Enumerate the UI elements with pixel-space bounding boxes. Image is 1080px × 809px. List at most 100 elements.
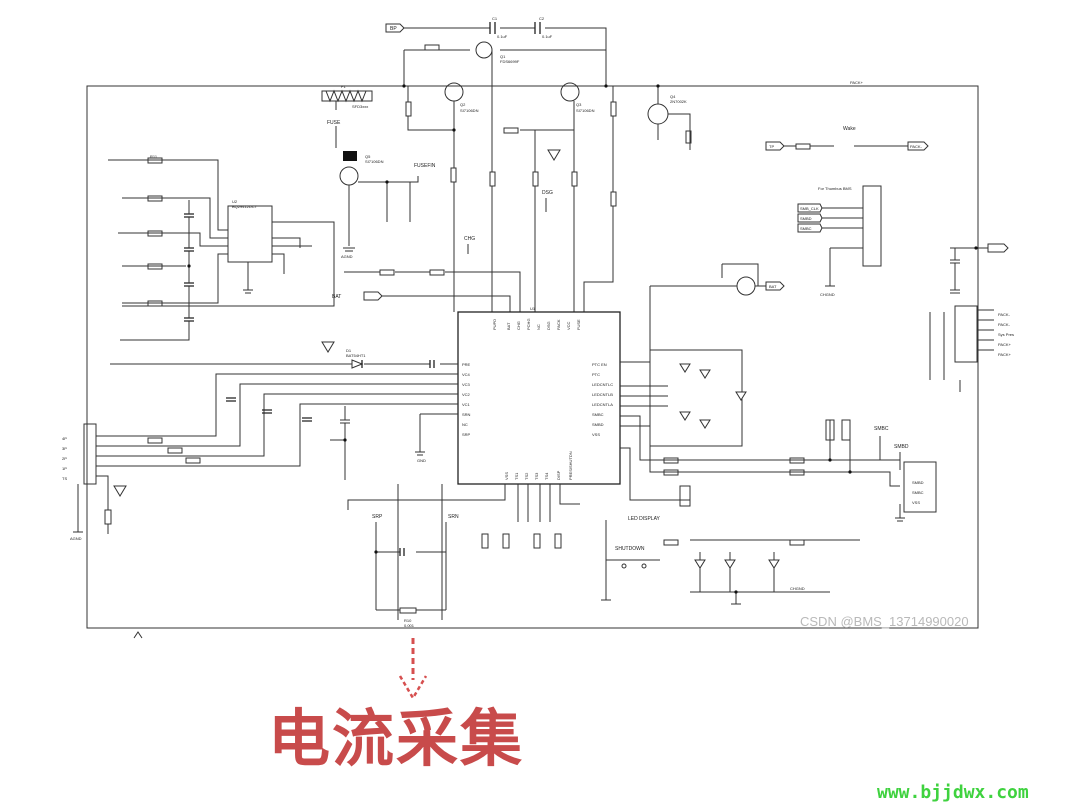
bat-wire [382,295,511,312]
d1-diode [351,359,364,369]
q5-part: SI7106DN [365,159,384,164]
svg-text:VSS: VSS [504,472,509,480]
svg-text:CHG: CHG [516,321,521,330]
rt1-circle [736,276,756,296]
d1-part: BAT54HT1 [346,353,366,358]
f1-fuse [321,90,373,102]
pack-plus-label: PACK+ [850,80,864,85]
f1-label: F1 [341,84,346,89]
bp-port [385,23,405,33]
svg-text:PACK+: PACK+ [998,342,1012,347]
q1-symbol [475,41,493,59]
smbc-port [825,419,835,441]
esd-network [690,539,860,605]
left-cap-chain [120,200,190,341]
c1-label: C1 [492,16,498,21]
svg-text:TS: TS [62,476,67,481]
chgnd-label-1: CHGND [790,586,805,591]
smbd-label: SMBD [894,444,909,450]
svg-text:SRP: SRP [462,432,471,437]
u2-wires [108,159,335,307]
warning-triangle-2 [321,341,335,353]
q2-part: SI7106DN [460,108,479,113]
warning-triangle-1 [547,149,561,161]
connector-pins: 4P 3P 2P 1P TS [62,436,67,481]
bat-port [363,291,383,301]
svg-text:VC1: VC1 [462,402,471,407]
svg-text:4P: 4P [62,436,67,441]
q5-wires [348,176,419,246]
pack-connector-pins: PACK- PACK- Sys Pres PACK+ PACK+ [998,312,1014,357]
r1-resistor [424,44,440,51]
smb-connector [903,461,937,513]
svg-text:PTC EN: PTC EN [592,362,607,367]
shutdown-circuit [601,520,660,601]
fusefin-label: FUSEFIN [414,163,436,169]
r10-sense [399,607,417,614]
caret-mark [133,631,143,639]
bp-label: BP [390,26,397,32]
csdn-watermark: CSDN @BMS_13714990020 [800,614,969,629]
pack-plus-port [987,243,1009,253]
current-sampling-caption: 电流采集 [268,702,525,775]
c17-branch [330,406,350,480]
warning-triangle-3 [113,485,127,497]
q3-symbol [560,82,580,102]
svg-text:SMBD: SMBD [800,216,812,221]
ts-lines [347,484,580,522]
r10-label: R10 [404,618,412,623]
led-diodes [679,363,747,429]
svg-text:NC: NC [536,324,541,330]
q4-wires [657,86,691,150]
svg-text:NC: NC [462,422,468,427]
agnd-label-1: AGND [341,254,353,259]
site-watermark: www.bjjdwx.com [877,782,1029,803]
c2-value: 0.1uF [542,34,553,39]
svg-text:TS2: TS2 [524,472,529,480]
q4-symbol [647,103,669,125]
svg-text:PUPD: PUPD [492,319,497,330]
pack-connector [954,305,978,363]
r17 [429,269,445,276]
thermistor-header-ports [797,203,823,233]
svg-text:2P: 2P [62,456,67,461]
pack-gnd-stubs [929,312,961,392]
svg-text:PACK: PACK [556,319,561,330]
q5-label: Q5 [365,154,371,159]
q4-part: 2N7002K [670,99,687,104]
agnd-symbol-1 [343,247,355,252]
cell-series-resistors [147,437,201,464]
srn-gnd [415,413,458,456]
bp-top-line [388,27,607,86]
pointer-arrow [398,638,428,701]
svg-text:VSS: VSS [912,500,920,505]
outer-bus [86,85,979,629]
svg-text:PRES/SHUTDN: PRES/SHUTDN [568,451,573,480]
u1-left-pins: PRE VC4 VC3 VC2 VC1 SRN NC SRP [462,362,471,437]
svg-text:SMBD: SMBD [912,480,924,485]
svg-text:TS4: TS4 [544,472,549,480]
r80 [795,143,811,150]
c1-value: 0.1uF [497,34,508,39]
svg-text:PACK+: PACK+ [998,352,1012,357]
test-point-stubs [467,198,547,254]
svg-text:VCC: VCC [566,321,571,330]
left-resistors [147,157,163,307]
smbd-port [841,419,851,441]
fuse-pad [343,151,357,161]
gate-wires [407,50,614,312]
svg-text:PTC: PTC [592,372,600,377]
left-connector [83,423,97,485]
svg-text:PACK-: PACK- [998,322,1011,327]
f1-part: SFD3xxx [352,104,368,109]
smb-resistors [663,457,805,546]
svg-text:SMBC: SMBC [592,412,604,417]
svg-text:SMBC: SMBC [800,226,812,231]
pack-minus-label: PACK- [910,144,923,149]
svg-text:3P: 3P [62,446,67,451]
svg-text:SMB_CLK: SMB_CLK [800,206,819,211]
c13 [429,360,435,368]
led-block [649,349,743,447]
thermistor-header [862,185,882,267]
